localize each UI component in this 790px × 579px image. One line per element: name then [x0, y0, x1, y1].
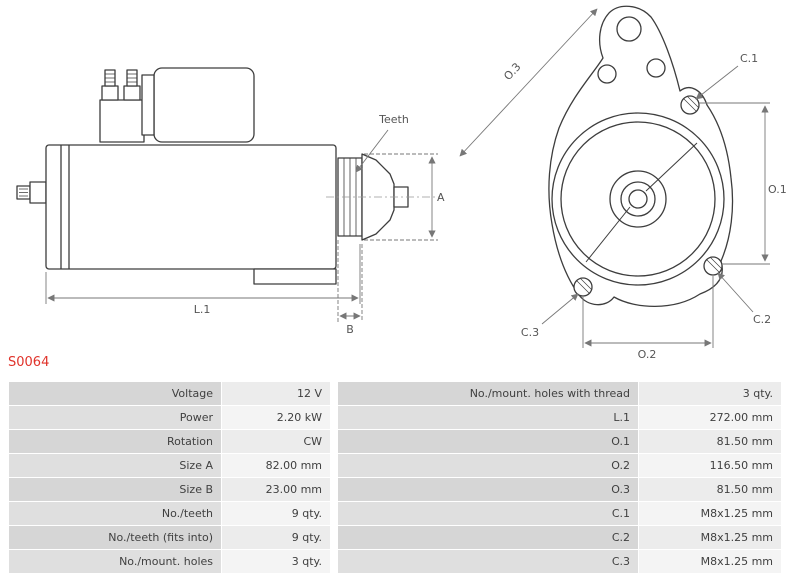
spec-label: No./teeth [9, 502, 221, 525]
spec-value: 9 qty. [222, 526, 330, 549]
spec-value: 2.20 kW [222, 406, 330, 429]
spec-label: C.3 [338, 550, 638, 573]
mounting-flange-outline [548, 5, 734, 308]
dim-label-a: A [437, 191, 445, 204]
dim-label-o3: O.3 [501, 60, 523, 83]
dim-label-l1: L.1 [194, 303, 211, 316]
spec-label: Power [9, 406, 221, 429]
table-row: No./teeth (fits into)9 qty. [9, 526, 330, 549]
spec-value: 3 qty. [639, 382, 781, 405]
top-lobe-hole [616, 16, 642, 42]
side-dimension-lines [45, 129, 438, 322]
spec-label: C.2 [338, 526, 638, 549]
spec-value: M8x1.25 mm [639, 550, 781, 573]
part-code: S0064 [8, 355, 50, 370]
spec-label: Voltage [9, 382, 221, 405]
spec-value: M8x1.25 mm [639, 502, 781, 525]
spec-value: 272.00 mm [639, 406, 781, 429]
teeth-label: Teeth [378, 113, 409, 126]
spec-value: M8x1.25 mm [639, 526, 781, 549]
spec-label: O.3 [338, 478, 638, 501]
spec-value: 81.50 mm [639, 478, 781, 501]
spec-label: No./mount. holes with thread [338, 382, 638, 405]
spec-value: 81.50 mm [639, 430, 781, 453]
dim-label-o2: O.2 [638, 348, 657, 361]
spec-label: L.1 [338, 406, 638, 429]
spec-value: 9 qty. [222, 502, 330, 525]
spec-value: 3 qty. [222, 550, 330, 573]
spec-value: CW [222, 430, 330, 453]
spec-value: 12 V [222, 382, 330, 405]
dim-label-o1: O.1 [768, 183, 787, 196]
solenoid [153, 67, 255, 143]
spec-value: 82.00 mm [222, 454, 330, 477]
dim-label-c2: C.2 [753, 313, 771, 326]
spec-value: 23.00 mm [222, 478, 330, 501]
front-view-drawing: O.3 O.1 O.2 C.1 C.2 C.3 [459, 5, 787, 361]
side-view-drawing: Teeth A L.1 B [16, 67, 445, 336]
spec-value: 116.50 mm [639, 454, 781, 477]
spec-label: No./mount. holes [9, 550, 221, 573]
spec-label: O.1 [338, 430, 638, 453]
spec-label: Size B [9, 478, 221, 501]
dim-label-b: B [346, 323, 354, 336]
terminal-bracket [99, 99, 145, 143]
dim-label-c3: C.3 [521, 326, 539, 339]
front-dimension-lines [459, 8, 770, 348]
starter-motor-side-outline [16, 67, 409, 285]
spec-label: C.1 [338, 502, 638, 525]
dim-label-c1: C.1 [740, 52, 758, 65]
motor-body [45, 144, 337, 270]
spec-label: O.2 [338, 454, 638, 477]
spec-label: Rotation [9, 430, 221, 453]
spec-label: Size A [9, 454, 221, 477]
spec-label: No./teeth (fits into) [9, 526, 221, 549]
